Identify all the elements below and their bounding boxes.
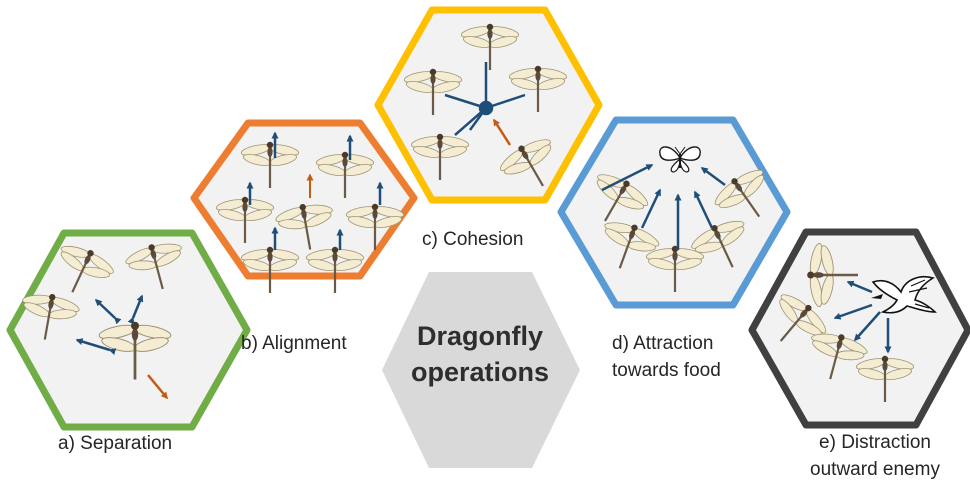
attraction-label-line2: towards food (612, 360, 721, 381)
center-title-line2: operations (410, 357, 550, 387)
arrow (75, 338, 117, 355)
attraction-hexagon (557, 116, 791, 309)
arrow (846, 280, 873, 294)
distraction-hexagon (748, 228, 970, 429)
arrow (640, 188, 662, 229)
arrow (127, 294, 144, 325)
eagle-icon (871, 276, 937, 314)
arrow (147, 374, 168, 400)
centroid (444, 62, 526, 136)
attraction-label-line1: d) Attraction (612, 333, 714, 354)
arrow (700, 166, 726, 187)
alignment-label: b) Alignment (241, 333, 347, 354)
butterfly-icon (659, 146, 701, 173)
arrow (854, 311, 881, 342)
separation-label: a) Separation (58, 433, 173, 454)
arrow (94, 298, 122, 325)
center-title-line1: Dragonfly (416, 321, 543, 351)
arrow (601, 163, 654, 192)
alignment-panel (190, 119, 418, 295)
cohesion-label: c) Cohesion (422, 229, 524, 250)
distraction-label-line1: e) Distraction (819, 432, 931, 453)
arrow (693, 190, 714, 229)
arrow (492, 118, 512, 146)
distraction-label-line2: outward enemy (810, 459, 940, 480)
separation-panel (6, 229, 251, 431)
center-hexagon (382, 272, 580, 468)
attraction-panel (557, 116, 791, 309)
distraction-panel (748, 228, 970, 429)
arrow (833, 303, 873, 320)
center-title: Dragonfly operations (380, 318, 580, 390)
cohesion-panel (374, 6, 603, 204)
